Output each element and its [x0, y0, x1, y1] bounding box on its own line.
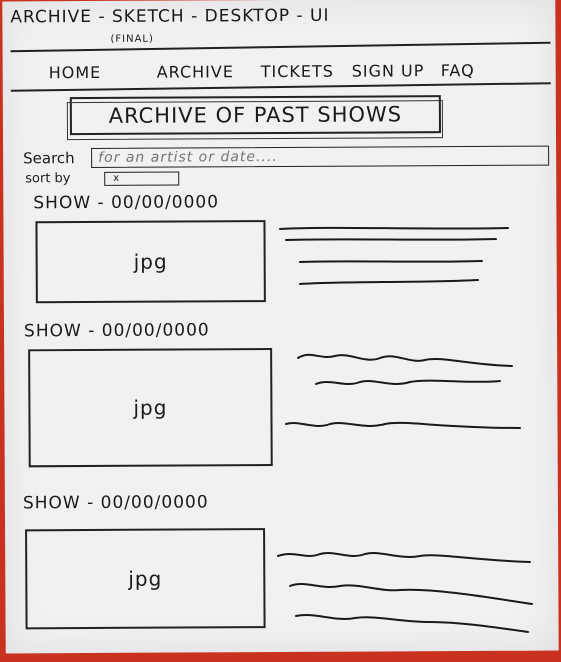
show-image[interactable]: jpg	[28, 348, 273, 468]
show-title: SHOW - 00/00/0000	[23, 320, 210, 342]
show-title: SHOW - 00/00/0000	[33, 192, 220, 214]
header-divider-top	[10, 41, 551, 53]
sketch-subtitle: (FINAL)	[110, 33, 154, 45]
sort-select[interactable]: x	[104, 171, 180, 186]
show-image-label: jpg	[133, 395, 168, 420]
search-label: Search	[23, 149, 75, 168]
sort-label: sort by	[25, 171, 71, 187]
show-image[interactable]: jpg	[25, 528, 266, 630]
nav-item-faq[interactable]: FAQ	[440, 60, 475, 81]
sketch-title: ARCHIVE - SKETCH - DESKTOP - UI	[10, 5, 330, 28]
nav-item-sign-up[interactable]: SIGN UP	[351, 61, 425, 81]
search-input[interactable]	[91, 145, 550, 168]
nav-item-tickets[interactable]: TICKETS	[260, 61, 334, 82]
nav-item-home[interactable]: HOME	[48, 62, 102, 83]
page-title: ARCHIVE OF PAST SHOWS	[69, 95, 441, 136]
nav-item-archive[interactable]: ARCHIVE	[156, 62, 234, 82]
show-image-label: jpg	[133, 249, 168, 274]
show-title: SHOW - 00/00/0000	[22, 492, 209, 514]
show-image-label: jpg	[128, 566, 163, 591]
header-divider-bottom	[10, 82, 551, 92]
show-image[interactable]: jpg	[35, 220, 266, 304]
